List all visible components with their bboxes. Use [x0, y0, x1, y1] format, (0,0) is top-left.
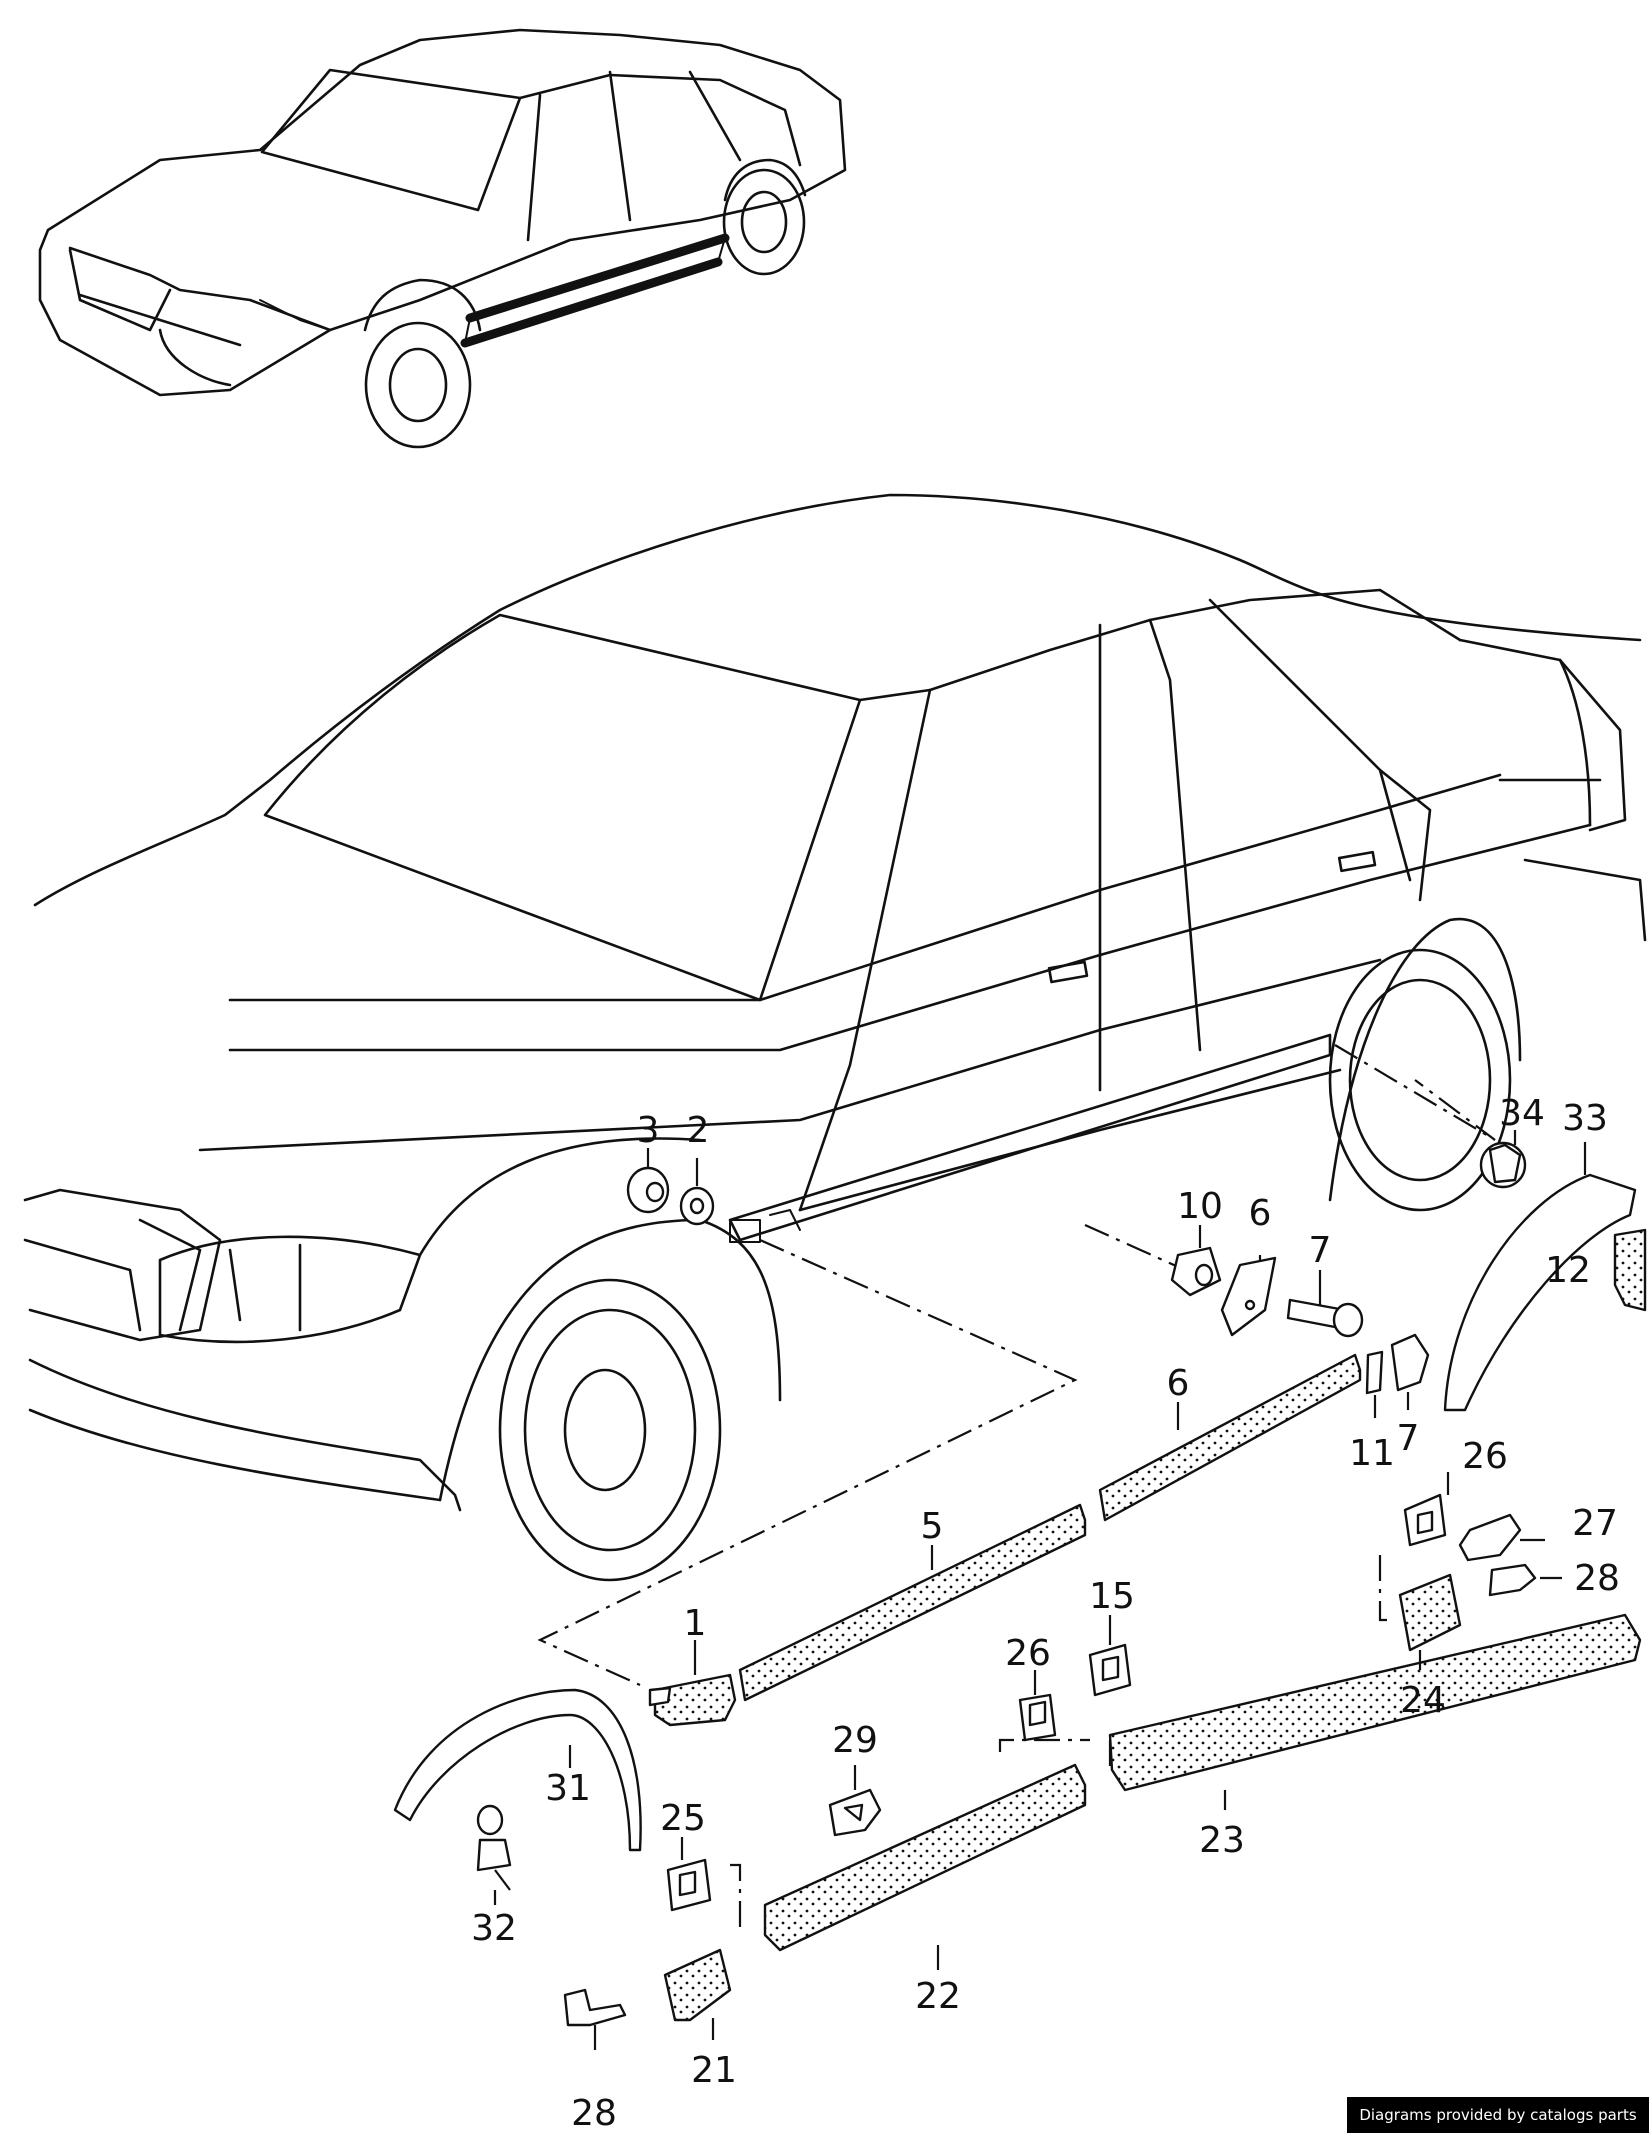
part-29-clip — [828, 1788, 882, 1837]
part-15-clip — [1088, 1643, 1132, 1697]
callout-28-upper: 28 — [1574, 1558, 1620, 1599]
callout-25: 25 — [660, 1798, 706, 1839]
part-28-pin-lower — [563, 1988, 627, 2027]
callout-leaders — [493, 1130, 1587, 2050]
part-27-clip — [1458, 1513, 1522, 1562]
part-23-sill-cover — [1108, 1613, 1642, 1792]
callout-26-lower: 26 — [1005, 1633, 1051, 1674]
callout-33: 33 — [1562, 1098, 1608, 1139]
main-car-illustration — [23, 493, 1647, 1582]
part-5-moulding — [738, 1503, 1087, 1702]
part-33-arch-trim — [1443, 1173, 1637, 1412]
part-24-end-section — [1398, 1573, 1462, 1652]
callout-11: 11 — [1349, 1433, 1395, 1474]
part-11-strip — [1365, 1350, 1384, 1395]
part-28-pin-upper — [1488, 1563, 1537, 1597]
part-22-sill-cover — [763, 1763, 1087, 1952]
callout-3: 3 — [637, 1110, 660, 1151]
callout-numbers: 3 2 10 6 7 34 33 12 6 11 7 5 26 27 28 1 … — [471, 1093, 1620, 2133]
part-10-clip — [1170, 1246, 1222, 1297]
callout-28-lower: 28 — [571, 2093, 617, 2133]
callout-12: 12 — [1545, 1250, 1591, 1291]
part-1-end-cap — [648, 1673, 737, 1727]
part-26-clip-lower — [1018, 1693, 1057, 1742]
part-12-end-piece — [1613, 1228, 1647, 1312]
callout-29: 29 — [832, 1720, 878, 1761]
callout-32: 32 — [471, 1908, 517, 1949]
part-7-end-cap — [1390, 1333, 1430, 1392]
callout-27: 27 — [1572, 1503, 1618, 1544]
assembly-leader-lines — [537, 1044, 1496, 1930]
callout-1: 1 — [684, 1603, 707, 1644]
callout-24: 24 — [1400, 1680, 1446, 1721]
callout-31: 31 — [545, 1768, 591, 1809]
part-32-fastener — [476, 1804, 512, 1891]
callout-10: 10 — [1177, 1186, 1223, 1227]
part-3-grommet — [626, 1166, 670, 1214]
callout-21: 21 — [691, 2050, 737, 2091]
part-8-bracket — [1220, 1256, 1277, 1337]
part-21-end-cap — [663, 1948, 732, 2022]
part-31-arch-trim — [393, 1688, 642, 1852]
callout-34: 34 — [1499, 1093, 1545, 1134]
part-9-screw — [1286, 1298, 1364, 1338]
callout-8: 6 — [1249, 1193, 1272, 1234]
callout-15: 15 — [1089, 1576, 1135, 1617]
callout-2: 2 — [687, 1110, 710, 1151]
overview-car-illustration — [38, 28, 847, 449]
callout-9: 7 — [1309, 1230, 1332, 1271]
callout-22: 22 — [915, 1976, 961, 2017]
callout-7: 7 — [1397, 1418, 1420, 1459]
part-25-clip — [666, 1858, 712, 1912]
part-2-washer — [679, 1186, 715, 1226]
part-6-moulding — [1098, 1353, 1362, 1522]
part-34-nut — [1479, 1141, 1527, 1189]
callout-26-upper: 26 — [1462, 1436, 1508, 1477]
callout-23: 23 — [1199, 1820, 1245, 1861]
callout-6: 6 — [1167, 1363, 1190, 1404]
parts — [393, 1141, 1647, 2027]
part-26-clip-upper — [1403, 1493, 1447, 1547]
callout-5: 5 — [921, 1506, 944, 1547]
credit-label: Diagrams provided by catalogs parts — [1347, 2097, 1649, 2133]
